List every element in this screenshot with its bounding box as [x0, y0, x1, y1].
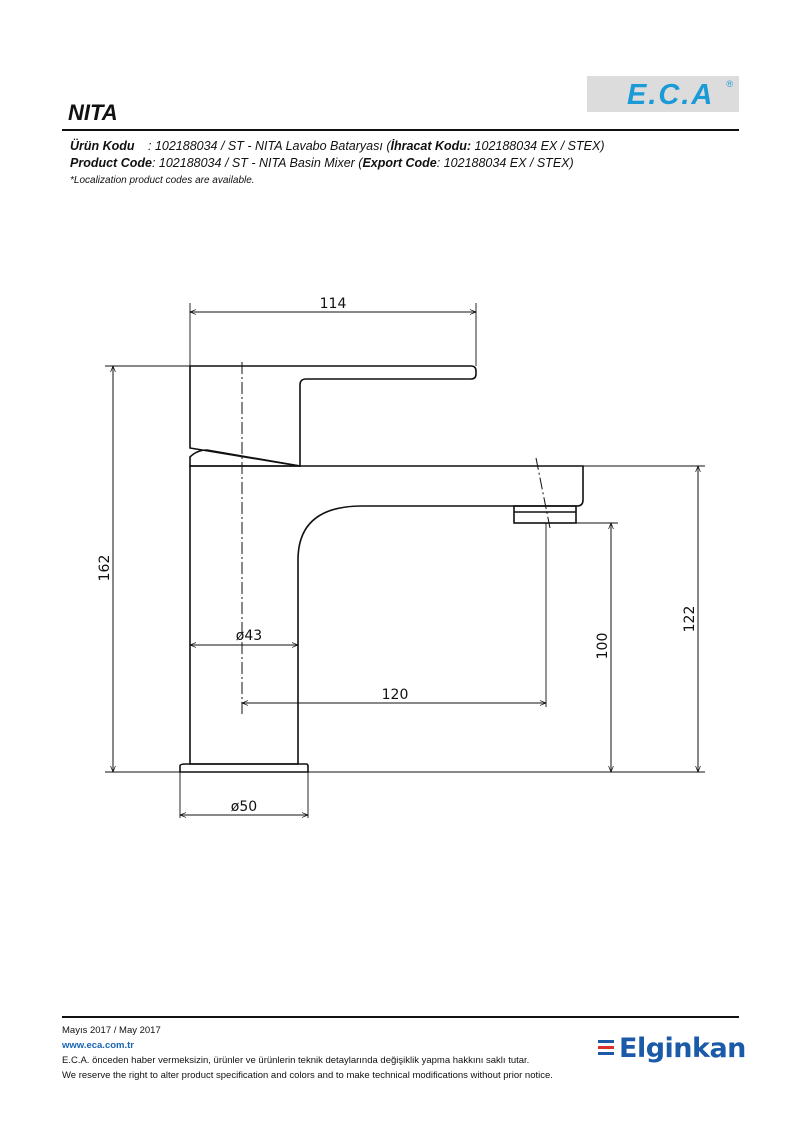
centerlines: [241, 362, 551, 715]
eca-logo: E.C.A ®: [587, 76, 739, 112]
english-code-line: Product Code: 102188034 / ST - NITA Basi…: [70, 155, 604, 172]
faucet-outline: [179, 365, 584, 773]
dimension-lines: [110, 309, 701, 818]
registered-mark: ®: [726, 79, 733, 89]
tr-code-label: Ürün Kodu: [70, 139, 135, 153]
dim-label-162: 162: [97, 555, 113, 582]
dim-label-100: 100: [595, 633, 611, 660]
footer-disclaimer-tr: E.C.A. önceden haber vermeksizin, ürünle…: [62, 1055, 530, 1066]
tr-export-value: 102188034 EX / STEX): [471, 139, 605, 153]
faucet-body: [189, 465, 584, 765]
dimension-labels: 114 162 122 100 120 ø43 ø50: [97, 296, 698, 815]
header-divider: [62, 129, 739, 131]
footer: Mayıs 2017 / May 2017 www.eca.com.tr E.C…: [62, 1023, 553, 1083]
eca-logo-text: E.C.A: [627, 79, 715, 111]
footer-divider: [62, 1016, 739, 1018]
localization-note: *Localization product codes are availabl…: [70, 175, 255, 186]
dim-label-122: 122: [682, 606, 698, 633]
en-code-value: : 102188034 / ST - NITA Basin Mixer (: [151, 156, 363, 170]
handle-lever: [189, 365, 477, 467]
elginkan-bars-icon: [598, 1040, 614, 1058]
elginkan-wordmark: Elginkan: [619, 1033, 746, 1064]
en-code-label: Product Code: [70, 156, 152, 170]
dim-label-50: ø50: [231, 799, 257, 815]
faucet-base: [179, 763, 309, 773]
extension-lines: [105, 303, 705, 818]
tr-code-value: : 102188034 / ST - NITA Lavabo Bataryası…: [148, 139, 391, 153]
product-title: NITA: [68, 100, 118, 125]
product-codes: Ürün Kodu : 102188034 / ST - NITA Lavabo …: [70, 138, 604, 189]
footer-date: Mayıs 2017 / May 2017: [62, 1025, 161, 1036]
en-export-value: : 102188034 EX / STEX): [436, 156, 574, 170]
dim-label-120: 120: [382, 687, 409, 703]
outlet-centerline: [535, 457, 551, 529]
dim-label-43: ø43: [236, 628, 262, 644]
dim-label-114: 114: [320, 296, 347, 312]
tr-export-label: İhracat Kodu:: [390, 139, 472, 153]
cartridge-cap: [189, 449, 301, 467]
turkish-code-line: Ürün Kodu : 102188034 / ST - NITA Lavabo …: [70, 138, 604, 155]
footer-url[interactable]: www.eca.com.tr: [62, 1040, 134, 1051]
elginkan-logo: Elginkan: [598, 1033, 746, 1069]
en-export-label: Export Code: [362, 156, 437, 170]
aerator: [513, 505, 577, 524]
footer-disclaimer-en: We reserve the right to alter product sp…: [62, 1070, 553, 1081]
